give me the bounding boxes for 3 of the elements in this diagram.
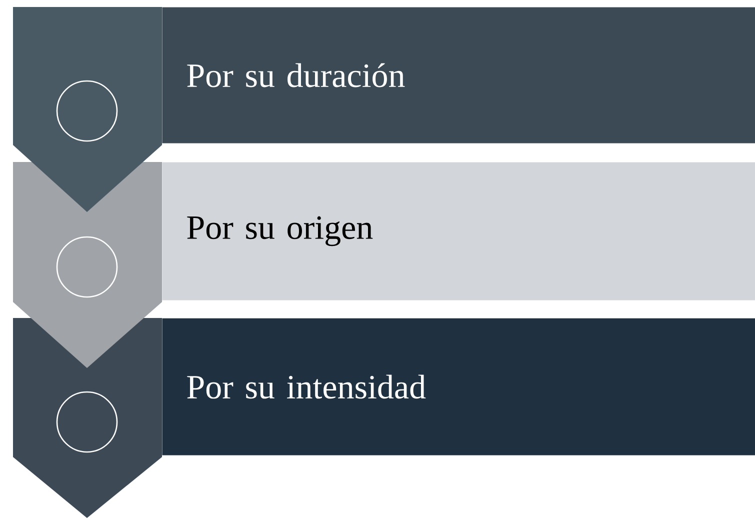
category-band: Por su duración (162, 7, 755, 144)
category-band: Por su intensidad (162, 318, 755, 456)
category-band: Por su origen (162, 162, 755, 300)
